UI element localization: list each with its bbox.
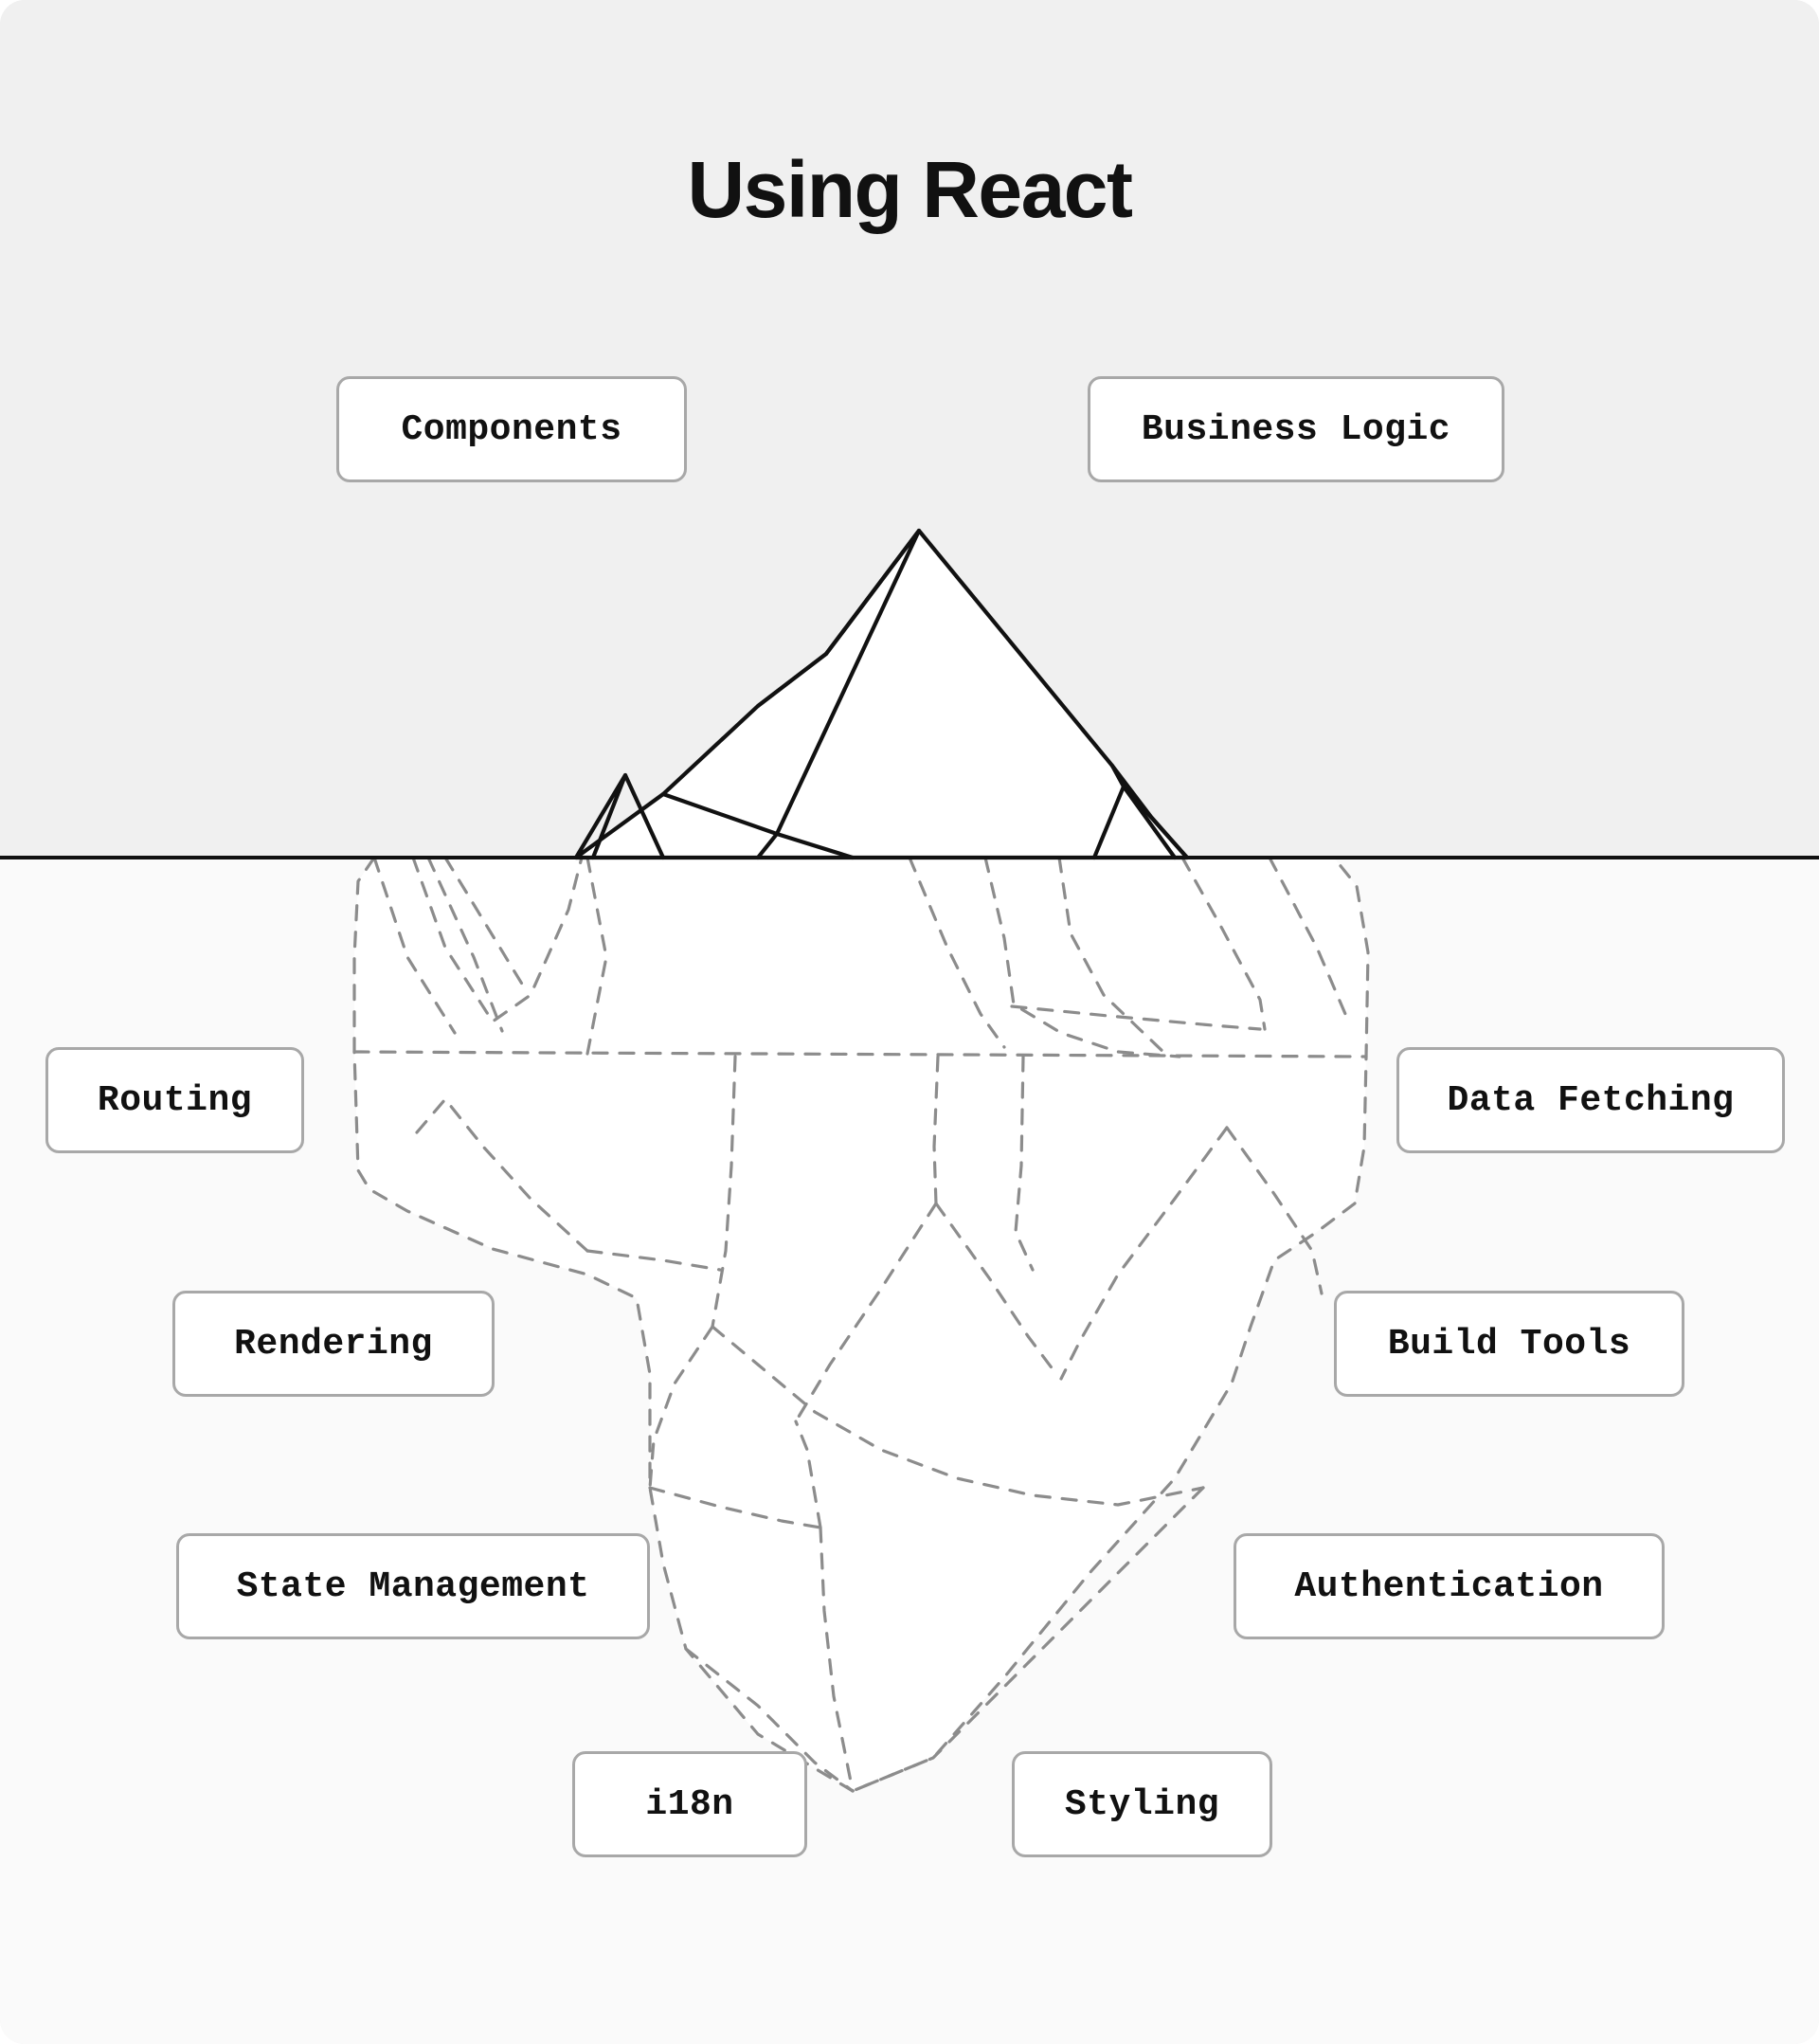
waterline xyxy=(0,856,1819,859)
facet-line-13 xyxy=(415,1097,589,1253)
label-text: Rendering xyxy=(234,1323,433,1365)
label-text: Styling xyxy=(1064,1783,1220,1825)
label-text: Routing xyxy=(97,1079,253,1121)
facet-line-1 xyxy=(352,1050,1368,1058)
facet-line-10 xyxy=(1057,856,1167,1056)
label-business-logic[interactable]: Business Logic xyxy=(1088,376,1504,482)
label-text: Data Fetching xyxy=(1447,1079,1735,1121)
facet-line-23 xyxy=(648,1325,714,1490)
facet-line-18 xyxy=(934,1202,1058,1376)
facet-line-16 xyxy=(1014,1055,1035,1272)
facet-line-15 xyxy=(932,1055,940,1205)
facet-line-22 xyxy=(711,1325,1205,1507)
facet-line-24 xyxy=(648,1486,822,1529)
facet-line-6 xyxy=(585,856,608,1056)
label-text: Components xyxy=(401,408,622,450)
facet-line-27 xyxy=(684,1647,855,1793)
label-styling[interactable]: Styling xyxy=(1012,1751,1272,1857)
tip-ridge-b xyxy=(660,791,780,837)
facet-line-3 xyxy=(411,856,584,1023)
tip-left-spur-2 xyxy=(622,772,666,860)
facet-line-19 xyxy=(1059,1126,1229,1381)
facet-line-8 xyxy=(983,856,1181,1058)
facet-line-11 xyxy=(1180,856,1267,1031)
tip-ridge-a xyxy=(755,528,922,709)
label-text: State Management xyxy=(236,1565,590,1607)
facet-line-4 xyxy=(426,856,504,1033)
facet-line-25 xyxy=(819,1526,855,1793)
label-text: i18n xyxy=(645,1783,734,1825)
label-authentication[interactable]: Authentication xyxy=(1234,1533,1665,1639)
label-i18n[interactable]: i18n xyxy=(572,1751,807,1857)
facet-line-14 xyxy=(711,1055,737,1329)
label-state-management[interactable]: State Management xyxy=(176,1533,650,1639)
facet-line-12 xyxy=(1268,856,1347,1016)
page-title: Using React xyxy=(687,145,1133,235)
facet-line-17 xyxy=(794,1202,938,1423)
label-rendering[interactable]: Rendering xyxy=(172,1291,495,1397)
label-components[interactable]: Components xyxy=(336,376,687,482)
label-build-tools[interactable]: Build Tools xyxy=(1334,1291,1684,1397)
label-data-fetching[interactable]: Data Fetching xyxy=(1396,1047,1785,1153)
tip-right-spur-2 xyxy=(1121,784,1178,860)
facet-line-20 xyxy=(1225,1126,1324,1295)
iceberg-tip-body xyxy=(573,528,1190,860)
label-routing[interactable]: Routing xyxy=(45,1047,304,1153)
tip-ridge-c xyxy=(774,831,855,860)
submerged-outline xyxy=(352,856,1370,1793)
facet-line-7 xyxy=(908,856,1006,1049)
tip-right-edge xyxy=(1109,763,1126,789)
label-text: Build Tools xyxy=(1387,1323,1631,1365)
label-text: Authentication xyxy=(1294,1565,1604,1607)
facet-line-26 xyxy=(794,1420,822,1529)
facet-line-9 xyxy=(1010,1004,1262,1031)
facet-line-28 xyxy=(851,1486,1205,1793)
iceberg-submerged-body xyxy=(352,856,1370,1793)
facet-line-2 xyxy=(372,856,457,1035)
facet-line-21 xyxy=(585,1249,722,1272)
label-text: Business Logic xyxy=(1141,408,1451,450)
